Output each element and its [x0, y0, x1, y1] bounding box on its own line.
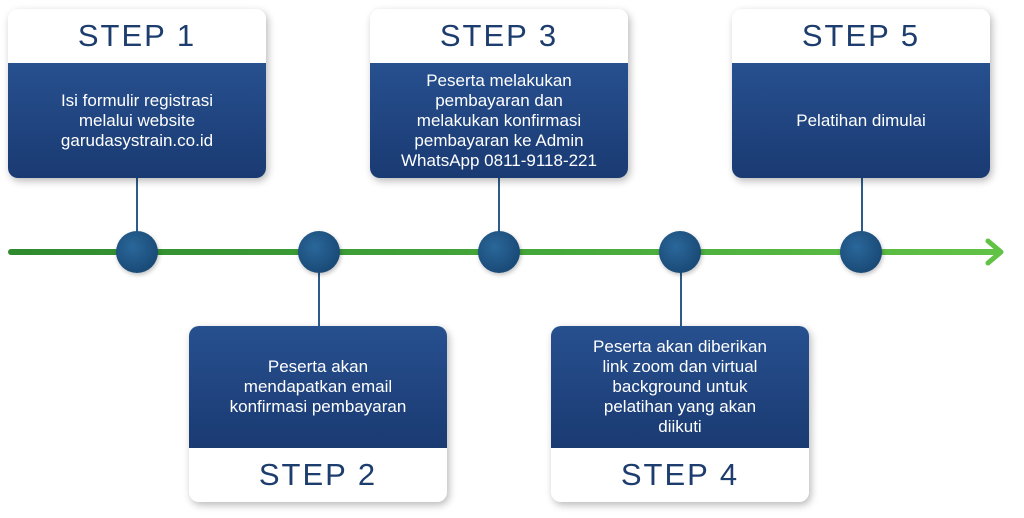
- step-description: Isi formulir registrasi melalui website …: [8, 63, 266, 178]
- connector-step-2: [318, 270, 320, 326]
- step-card-3: STEP 3 Peserta melakukan pembayaran dan …: [370, 9, 628, 178]
- timeline-node-step-5: [840, 231, 882, 273]
- step-title: STEP 5: [732, 9, 990, 63]
- connector-step-3: [498, 178, 500, 234]
- connector-step-4: [680, 270, 682, 326]
- timeline-node-step-1: [116, 231, 158, 273]
- step-title: STEP 2: [189, 448, 447, 502]
- step-title: STEP 4: [551, 448, 809, 502]
- step-card-1: STEP 1 Isi formulir registrasi melalui w…: [8, 9, 266, 178]
- step-title: STEP 1: [8, 9, 266, 63]
- connector-step-1: [136, 178, 138, 234]
- step-card-2: Peserta akan mendapatkan email konfirmas…: [189, 326, 447, 502]
- step-title: STEP 3: [370, 9, 628, 63]
- step-description: Peserta akan mendapatkan email konfirmas…: [189, 326, 447, 448]
- step-card-4: Peserta akan diberikan link zoom dan vir…: [551, 326, 809, 502]
- timeline-node-step-2: [298, 231, 340, 273]
- step-card-5: STEP 5 Pelatihan dimulai: [732, 9, 990, 178]
- step-description: Peserta akan diberikan link zoom dan vir…: [551, 326, 809, 448]
- timeline-node-step-3: [478, 231, 520, 273]
- step-description: Pelatihan dimulai: [732, 63, 990, 178]
- step-description: Peserta melakukan pembayaran dan melakuk…: [370, 63, 628, 178]
- connector-step-5: [861, 178, 863, 234]
- arrow-right-icon: [985, 238, 1004, 266]
- timeline-node-step-4: [659, 231, 701, 273]
